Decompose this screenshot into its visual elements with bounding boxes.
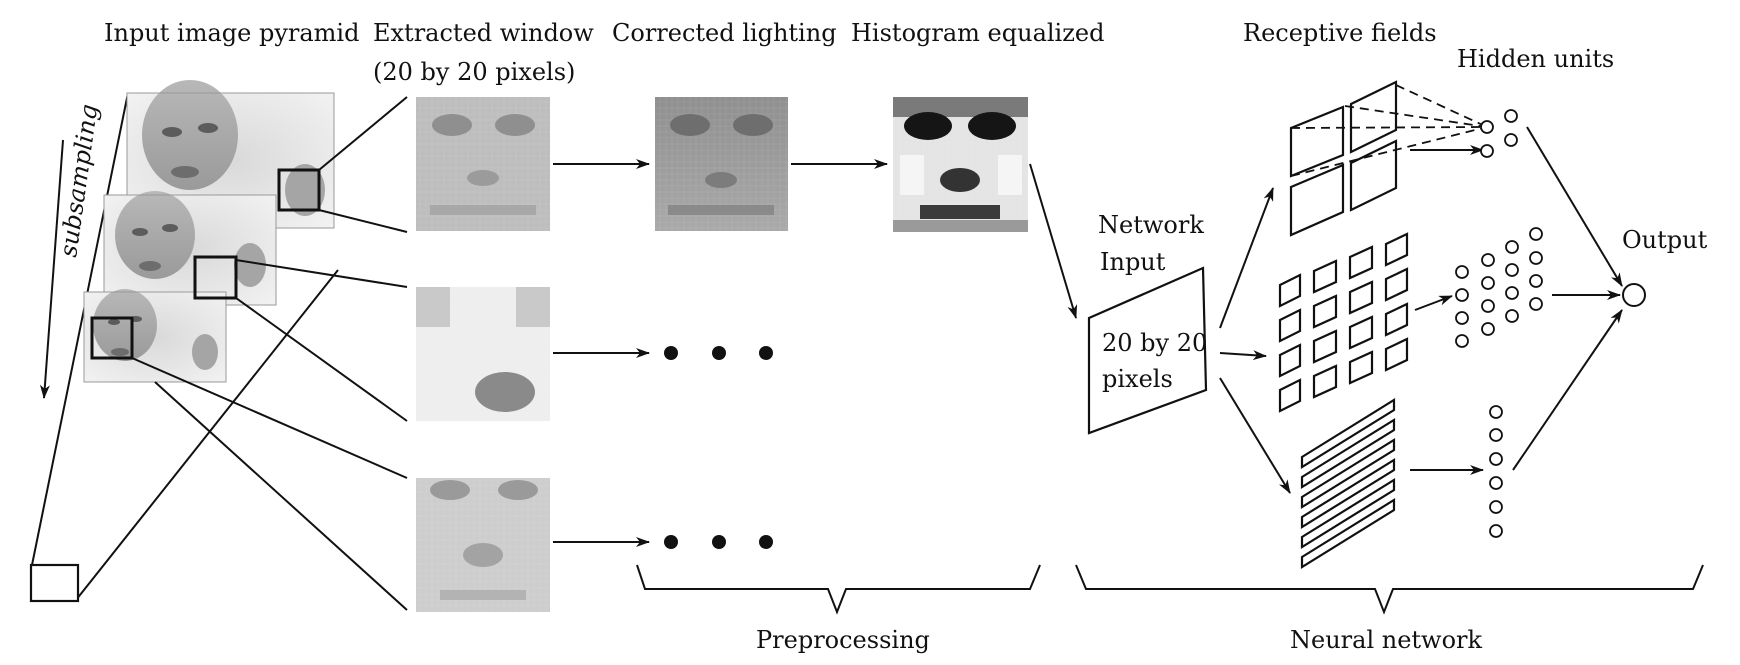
image-pyramid: subsampling	[29, 80, 408, 611]
network-input-label-line1: Network	[1098, 211, 1204, 239]
subsampling-arrow	[39, 139, 64, 399]
preprocessing-bracket	[636, 564, 1041, 615]
receptive-fields-grid	[1278, 232, 1409, 413]
network-input-box-line1: 20 by 20	[1102, 329, 1207, 357]
extracted-window-face	[416, 97, 550, 231]
heading-extracted-window: Extracted window	[373, 19, 594, 47]
search-window-small	[90, 316, 134, 360]
output-unit	[1622, 283, 1646, 307]
arrow-grid-to-hidden	[1414, 295, 1453, 311]
hidden-units-stripes	[1489, 405, 1503, 538]
pyramid-image-large	[126, 80, 335, 229]
subsampled-image-box	[29, 563, 80, 603]
hidden-units-grid	[1455, 227, 1543, 348]
search-window-medium	[193, 255, 238, 300]
neural-network-bracket	[1075, 564, 1704, 615]
arrow-to-network-input	[1029, 163, 1078, 319]
arrow-to-rf-grid	[1219, 350, 1267, 361]
arrow-hidden1-to-output	[1526, 126, 1623, 287]
arrow-to-rf-quadrants	[1219, 187, 1274, 329]
heading-extracted-size: (20 by 20 pixels)	[373, 58, 575, 86]
heading-corrected-lighting: Corrected lighting	[612, 19, 837, 47]
search-window-large	[277, 168, 321, 212]
ellipsis-dots-2	[664, 535, 773, 549]
network-input-box-line2: pixels	[1102, 365, 1173, 393]
arrow-to-rf-stripes	[1219, 377, 1291, 494]
receptive-fields-stripes	[1300, 398, 1396, 569]
network-input-label-line2: Input	[1100, 248, 1166, 276]
extracted-window-nonface-2	[416, 478, 550, 612]
network-input-box	[1087, 266, 1208, 435]
heading-input-pyramid: Input image pyramid	[104, 19, 359, 47]
receptive-fields-quadrants	[1289, 80, 1488, 237]
heading-hidden-units: Hidden units	[1457, 45, 1614, 73]
heading-receptive-fields: Receptive fields	[1243, 19, 1437, 47]
pyramid-image-small	[83, 289, 227, 383]
arrow-hidden3-to-output	[1512, 309, 1623, 471]
neural-network-label: Neural network	[1290, 626, 1483, 654]
corrected-lighting-window	[655, 97, 788, 231]
histogram-equalized-window	[893, 97, 1028, 232]
output-label: Output	[1622, 226, 1708, 254]
preprocessing-label: Preprocessing	[756, 626, 930, 654]
subsampling-label: subsampling	[54, 102, 103, 258]
extracted-window-nonface-1	[416, 287, 550, 421]
pyramid-image-medium	[103, 191, 277, 306]
heading-histogram-equalized: Histogram equalized	[851, 19, 1104, 47]
hidden-units-quadrants	[1480, 109, 1518, 158]
ellipsis-dots-1	[664, 346, 773, 360]
